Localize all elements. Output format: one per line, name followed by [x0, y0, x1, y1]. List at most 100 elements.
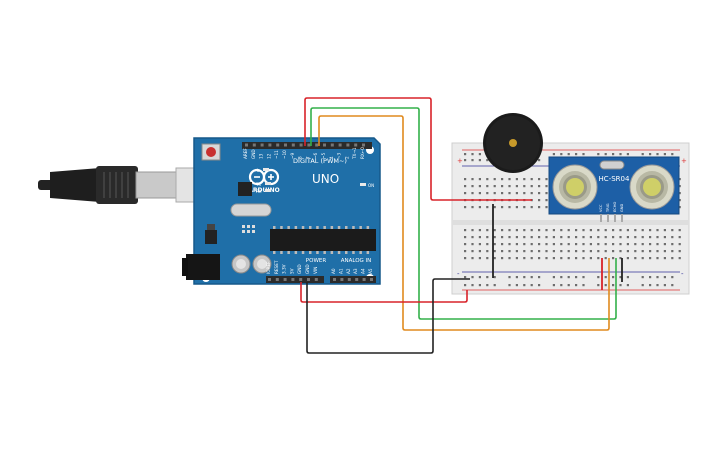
- breadboard-hole[interactable]: [560, 257, 563, 260]
- breadboard-hole[interactable]: [464, 159, 467, 162]
- breadboard-hole[interactable]: [530, 276, 533, 279]
- power-pin[interactable]: [299, 278, 303, 281]
- breadboard-hole[interactable]: [567, 284, 570, 287]
- breadboard-hole[interactable]: [545, 206, 548, 209]
- breadboard-hole[interactable]: [567, 250, 570, 253]
- breadboard-hole[interactable]: [515, 276, 518, 279]
- breadboard-hole[interactable]: [523, 178, 526, 181]
- breadboard-hole[interactable]: [678, 257, 681, 260]
- breadboard-hole[interactable]: [641, 257, 644, 260]
- breadboard-hole[interactable]: [552, 257, 555, 260]
- breadboard-hole[interactable]: [486, 229, 489, 232]
- breadboard-hole[interactable]: [619, 276, 622, 279]
- breadboard-hole[interactable]: [478, 257, 481, 260]
- breadboard-hole[interactable]: [501, 192, 504, 195]
- power-jack[interactable]: [186, 254, 220, 280]
- breadboard-hole[interactable]: [619, 229, 622, 232]
- breadboard-hole[interactable]: [649, 229, 652, 232]
- breadboard-hole[interactable]: [471, 185, 474, 188]
- breadboard-hole[interactable]: [663, 236, 666, 239]
- breadboard-hole[interactable]: [552, 284, 555, 287]
- breadboard-hole[interactable]: [619, 236, 622, 239]
- breadboard-hole[interactable]: [582, 284, 585, 287]
- breadboard-hole[interactable]: [552, 243, 555, 246]
- breadboard-hole[interactable]: [508, 178, 511, 181]
- breadboard-hole[interactable]: [641, 276, 644, 279]
- breadboard-hole[interactable]: [641, 250, 644, 253]
- breadboard-hole[interactable]: [589, 250, 592, 253]
- breadboard-hole[interactable]: [523, 206, 526, 209]
- breadboard-hole[interactable]: [493, 276, 496, 279]
- breadboard-hole[interactable]: [508, 257, 511, 260]
- header-pin[interactable]: [307, 143, 311, 147]
- breadboard-hole[interactable]: [530, 185, 533, 188]
- breadboard-hole[interactable]: [597, 153, 600, 156]
- breadboard-hole[interactable]: [545, 250, 548, 253]
- breadboard-hole[interactable]: [663, 250, 666, 253]
- breadboard-hole[interactable]: [678, 192, 681, 195]
- breadboard-hole[interactable]: [538, 206, 541, 209]
- breadboard-hole[interactable]: [471, 159, 474, 162]
- breadboard-hole[interactable]: [530, 229, 533, 232]
- breadboard-hole[interactable]: [575, 229, 578, 232]
- header-pin[interactable]: [362, 143, 365, 147]
- breadboard-hole[interactable]: [649, 236, 652, 239]
- breadboard-hole[interactable]: [530, 243, 533, 246]
- breadboard-hole[interactable]: [641, 153, 644, 156]
- breadboard-hole[interactable]: [501, 250, 504, 253]
- breadboard-hole[interactable]: [538, 159, 541, 162]
- breadboard-hole[interactable]: [538, 178, 541, 181]
- breadboard-hole[interactable]: [493, 185, 496, 188]
- breadboard-hole[interactable]: [538, 284, 541, 287]
- breadboard-hole[interactable]: [486, 236, 489, 239]
- breadboard-hole[interactable]: [530, 206, 533, 209]
- breadboard-hole[interactable]: [575, 284, 578, 287]
- wire-red-signal[interactable]: [304, 97, 532, 201]
- breadboard-hole[interactable]: [575, 153, 578, 156]
- breadboard-hole[interactable]: [582, 257, 585, 260]
- header-pin[interactable]: [354, 143, 358, 147]
- breadboard-hole[interactable]: [515, 250, 518, 253]
- breadboard-hole[interactable]: [523, 192, 526, 195]
- breadboard-hole[interactable]: [656, 243, 659, 246]
- breadboard-hole[interactable]: [471, 153, 474, 156]
- breadboard-hole[interactable]: [641, 236, 644, 239]
- breadboard-hole[interactable]: [523, 257, 526, 260]
- breadboard-hole[interactable]: [612, 229, 615, 232]
- breadboard-hole[interactable]: [538, 185, 541, 188]
- wire-red-5v[interactable]: [300, 282, 468, 303]
- header-pin[interactable]: [268, 143, 272, 147]
- breadboard-hole[interactable]: [515, 192, 518, 195]
- breadboard-hole[interactable]: [626, 250, 629, 253]
- breadboard-hole[interactable]: [545, 243, 548, 246]
- breadboard-hole[interactable]: [508, 206, 511, 209]
- breadboard-hole[interactable]: [523, 243, 526, 246]
- breadboard-hole[interactable]: [486, 284, 489, 287]
- breadboard-hole[interactable]: [671, 250, 674, 253]
- breadboard-hole[interactable]: [478, 185, 481, 188]
- breadboard-hole[interactable]: [478, 178, 481, 181]
- breadboard-hole[interactable]: [567, 276, 570, 279]
- breadboard-hole[interactable]: [589, 229, 592, 232]
- breadboard-hole[interactable]: [567, 243, 570, 246]
- breadboard-hole[interactable]: [471, 243, 474, 246]
- breadboard-hole[interactable]: [671, 276, 674, 279]
- breadboard-hole[interactable]: [678, 206, 681, 209]
- breadboard-hole[interactable]: [486, 192, 489, 195]
- breadboard-hole[interactable]: [678, 199, 681, 202]
- breadboard-hole[interactable]: [604, 229, 607, 232]
- breadboard-hole[interactable]: [604, 243, 607, 246]
- breadboard-hole[interactable]: [515, 185, 518, 188]
- breadboard-hole[interactable]: [545, 257, 548, 260]
- breadboard-hole[interactable]: [560, 284, 563, 287]
- breadboard-hole[interactable]: [464, 250, 467, 253]
- breadboard-hole[interactable]: [471, 178, 474, 181]
- breadboard-hole[interactable]: [560, 153, 563, 156]
- breadboard-hole[interactable]: [538, 229, 541, 232]
- breadboard-hole[interactable]: [560, 236, 563, 239]
- power-pin[interactable]: [291, 278, 295, 281]
- header-pin[interactable]: [284, 143, 287, 147]
- breadboard-hole[interactable]: [486, 257, 489, 260]
- breadboard-hole[interactable]: [597, 276, 600, 279]
- breadboard-hole[interactable]: [530, 257, 533, 260]
